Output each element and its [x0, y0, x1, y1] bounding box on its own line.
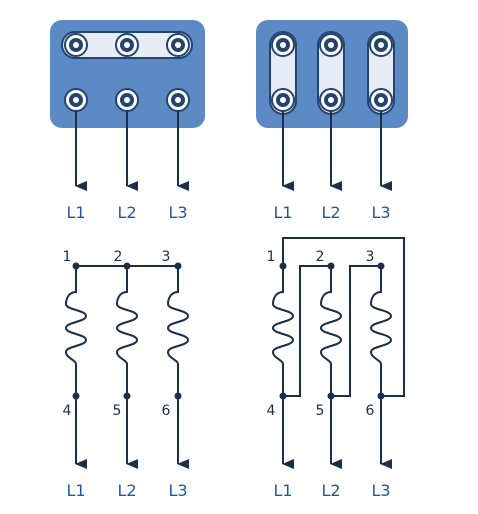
terminal-post: [64, 88, 88, 112]
terminal-box-right: L1 L2 L3: [256, 20, 408, 222]
junction-dot: [123, 262, 131, 270]
schematic-left: 1 2 3 4 5 6 L1 L2 L3: [63, 249, 190, 500]
winding-coil: [369, 266, 393, 396]
output-label: L2: [117, 203, 136, 222]
junction-dot: [279, 262, 287, 270]
output-label: L3: [168, 481, 187, 500]
winding-coil: [166, 266, 190, 396]
output-label: L3: [371, 203, 390, 222]
output-label: L2: [117, 481, 136, 500]
junction-dot: [72, 262, 80, 270]
terminal-post: [319, 88, 343, 112]
junction-dot: [327, 262, 335, 270]
output-label: L3: [168, 203, 187, 222]
terminal-number: 4: [63, 403, 72, 419]
terminal-post: [64, 33, 88, 57]
terminal-number: 3: [366, 249, 375, 265]
delta-link: [282, 237, 405, 397]
terminal-number: 2: [316, 249, 325, 265]
terminal-post: [115, 33, 139, 57]
output-label: L1: [66, 203, 85, 222]
schematic-right: 1 2 3 4 5 6 L1 L2 L3: [267, 237, 405, 500]
output-label: L1: [273, 481, 292, 500]
terminal-post: [115, 88, 139, 112]
delta-link: [331, 265, 381, 397]
terminal-post: [166, 33, 190, 57]
terminal-post: [271, 88, 295, 112]
terminal-number: 1: [63, 249, 72, 265]
terminal-number: 1: [267, 249, 276, 265]
terminal-number: 5: [316, 403, 325, 419]
terminal-number: 2: [114, 249, 123, 265]
terminal-post: [166, 88, 190, 112]
winding-coil: [64, 266, 88, 396]
terminal-number: 4: [267, 403, 276, 419]
terminal-number: 3: [162, 249, 171, 265]
output-label: L1: [273, 203, 292, 222]
winding-coil: [271, 266, 295, 396]
junction-dot: [174, 262, 182, 270]
terminal-post: [271, 33, 295, 57]
winding-coil: [319, 266, 343, 396]
terminal-post: [369, 88, 393, 112]
terminal-number: 6: [162, 403, 171, 419]
terminal-number: 5: [113, 403, 122, 419]
output-label: L2: [321, 481, 340, 500]
junction-dot: [377, 262, 385, 270]
terminal-post: [319, 33, 343, 57]
terminal-post: [369, 33, 393, 57]
output-label: L3: [371, 481, 390, 500]
terminal-box-left: L1 L2 L3: [50, 20, 205, 222]
output-label: L1: [66, 481, 85, 500]
delta-link: [283, 265, 331, 397]
terminal-number: 6: [366, 403, 375, 419]
winding-coil: [115, 266, 139, 396]
output-label: L2: [321, 203, 340, 222]
